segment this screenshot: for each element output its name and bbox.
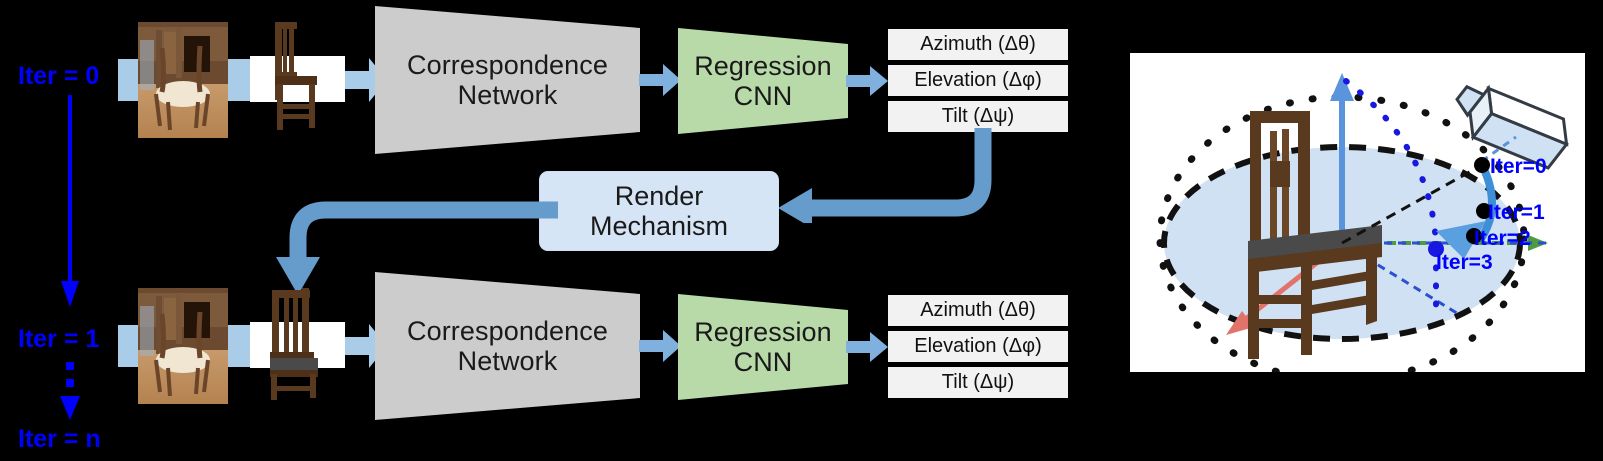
iter-marker-3 (1428, 241, 1444, 257)
regression-cnn-row0[interactable]: Regression CNN (678, 28, 848, 134)
correspondence-network-row1[interactable]: Correspondence Network (375, 272, 640, 420)
viz-iter-label-3: Iter=3 (1436, 251, 1493, 274)
meridian-dotted (1343, 78, 1439, 324)
arrow-correspondence-to-regression-row0 (639, 64, 681, 96)
correspondence-line1-row1: Correspondence (406, 315, 609, 346)
arrow-regression-to-outputs-row0 (846, 66, 888, 96)
arrow-regression-to-outputs-row1 (846, 332, 888, 362)
regression-cnn-row1[interactable]: Regression CNN (678, 294, 848, 400)
viz-iter-label-1: Iter=1 (1488, 201, 1545, 224)
correspondence-network-label-row1: Correspondence Network (375, 316, 640, 376)
render-mechanism-line2: Mechanism (589, 211, 729, 241)
render-output-path-to-row1 (276, 201, 558, 295)
camera-sight-line (1341, 163, 1483, 245)
connector-bar-row1-mid (228, 325, 250, 367)
output-elevation-row1: Elevation (Δφ) (888, 331, 1068, 362)
iteration-trajectory-arc (1478, 161, 1496, 241)
iter-arrow-1-to-n (60, 362, 80, 420)
rendered-chair-row1 (270, 288, 318, 400)
regression-line1-row1: Regression (694, 316, 832, 347)
viewpoint-diagram: Iter=0 Iter=1 Iter=2 Iter=3 (1156, 73, 1569, 385)
rendered-chair-row0 (275, 22, 317, 130)
render-mechanism-box[interactable]: Render Mechanism (539, 171, 779, 251)
correspondence-line2-row1: Network (457, 346, 558, 376)
iter-label-1: Iter = 1 (18, 325, 100, 353)
viz-iter-label-0: Iter=0 (1490, 155, 1547, 178)
viewpoint-panel: Iter=0 Iter=1 Iter=2 Iter=3 (1130, 53, 1585, 385)
connector-bar-row1-left (118, 325, 140, 367)
input-photo-row1 (138, 288, 228, 404)
arrow-correspondence-to-regression-row1 (639, 330, 681, 362)
output-tilt-row0: Tilt (Δψ) (888, 101, 1068, 132)
correspondence-network-label-row0: Correspondence Network (375, 50, 640, 110)
output-elevation-row0: Elevation (Δφ) (888, 65, 1068, 96)
regression-line2-row1: CNN (733, 347, 793, 377)
correspondence-network-row0[interactable]: Correspondence Network (375, 6, 640, 154)
correspondence-line1-row0: Correspondence (406, 49, 609, 80)
camera-ray (1481, 135, 1517, 163)
regression-cnn-label-row1: Regression CNN (678, 317, 848, 377)
iter-marker-2 (1466, 228, 1482, 244)
regression-cnn-label-row0: Regression CNN (678, 51, 848, 111)
output-azimuth-row0: Azimuth (Δθ) (888, 29, 1068, 60)
input-photo-row0 (138, 22, 228, 138)
render-mechanism-line1: Render (614, 180, 704, 211)
connector-bar-row0-left (118, 59, 140, 101)
regression-line2-row0: CNN (733, 81, 793, 111)
output-azimuth-row1: Azimuth (Δθ) (888, 295, 1068, 326)
regression-line1-row0: Regression (694, 50, 832, 81)
feedback-path-outputs-to-render (778, 128, 992, 223)
correspondence-line2-row0: Network (457, 80, 558, 110)
iter-arrow-0-to-1 (61, 95, 79, 307)
connector-bar-row0-mid (228, 59, 250, 101)
camera-icon (1455, 84, 1569, 170)
iter-label-0: Iter = 0 (18, 62, 100, 90)
iter-marker-0 (1474, 157, 1490, 173)
iter-label-n: Iter = n (18, 425, 101, 453)
iter-marker-1 (1476, 203, 1492, 219)
viz-iter-label-2: Iter=2 (1474, 227, 1531, 250)
chair-3d-model (1248, 111, 1382, 359)
output-tilt-row1: Tilt (Δψ) (888, 367, 1068, 398)
axis-vertical-blue (1330, 73, 1354, 243)
